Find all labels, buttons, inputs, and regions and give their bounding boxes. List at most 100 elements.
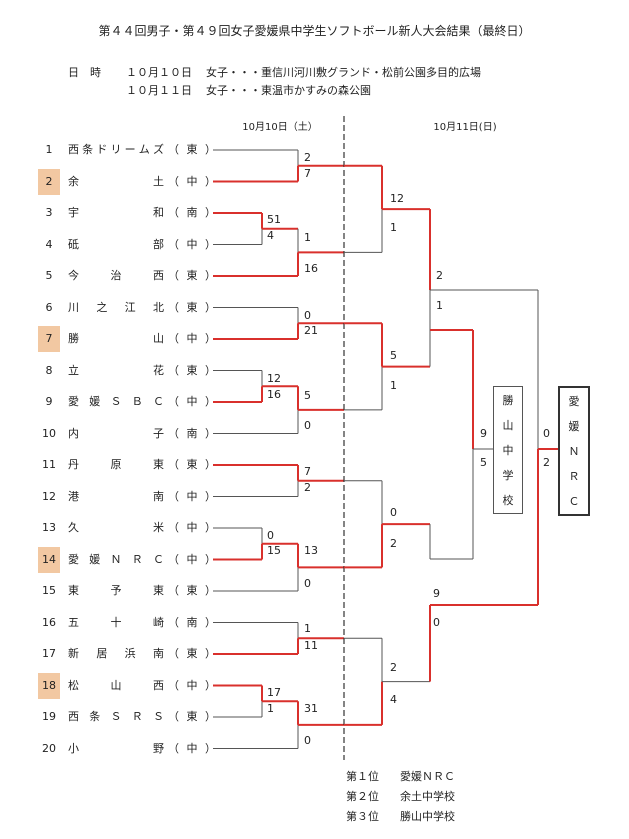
team-district: （中） <box>168 521 216 534</box>
box-char: Ｎ <box>568 444 580 458</box>
team-name: 西条ドリームズ <box>68 143 164 156</box>
score: 31 <box>304 702 318 715</box>
team-number: 6 <box>45 300 53 314</box>
team-district: （南） <box>168 206 216 219</box>
box-char: 勝 <box>502 393 514 407</box>
score: 7 <box>304 167 311 180</box>
score: 5 <box>304 389 311 402</box>
score: 9 <box>480 427 487 440</box>
team-district: （東） <box>168 584 216 597</box>
team-name: 勝山 <box>68 332 164 345</box>
score: 5 <box>480 456 487 469</box>
team-name: 立花 <box>68 363 164 377</box>
result-team: 余土中学校 <box>400 790 455 803</box>
team-district: （中） <box>168 552 216 566</box>
score: 0 <box>390 506 397 519</box>
team-district: （東） <box>168 710 216 723</box>
score: 0 <box>304 419 311 432</box>
team-row: 8 立花 （東） <box>0 358 220 384</box>
team-row: 3 宇和 （南） <box>0 200 220 226</box>
box-char: 校 <box>502 494 514 508</box>
team-number: 14 <box>42 552 56 566</box>
score: 0 <box>433 616 440 629</box>
score: 2 <box>390 661 397 674</box>
score: 1 <box>436 299 443 312</box>
team-district: （南） <box>168 615 216 629</box>
team-number: 8 <box>45 363 53 377</box>
score: 4 <box>390 693 397 706</box>
score: 1 <box>304 622 311 635</box>
team-row: 1 西条ドリームズ （東） <box>0 137 220 163</box>
score: 2 <box>543 456 550 469</box>
team-district: （東） <box>168 143 216 156</box>
team-number: 17 <box>42 647 56 660</box>
score: 9 <box>433 587 440 600</box>
team-name: 宇和 <box>68 206 164 219</box>
team-name: 余土 <box>68 174 164 188</box>
team-number: 4 <box>45 237 53 251</box>
score: 16 <box>267 388 281 401</box>
score: 7 <box>304 465 311 478</box>
team-row: 16 五十崎 （南） <box>0 610 220 636</box>
seed-highlight <box>38 326 60 352</box>
team-district: （東） <box>168 647 216 660</box>
score: 17 <box>267 686 281 699</box>
team-district: （中） <box>168 395 216 408</box>
box-char: Ｒ <box>568 470 580 484</box>
box-char: Ｃ <box>568 495 580 509</box>
result-rank: 第２位 <box>346 790 379 803</box>
team-district: （中） <box>168 237 216 251</box>
team-name: 丹原東 <box>68 458 164 471</box>
team-district: （東） <box>168 300 216 314</box>
team-district: （東） <box>168 458 216 471</box>
team-number: 3 <box>45 206 53 219</box>
team-number: 16 <box>42 615 56 629</box>
team-number: 12 <box>42 489 56 503</box>
team-district: （中） <box>168 332 216 345</box>
score: 2 <box>304 151 311 164</box>
score: 0 <box>304 734 311 747</box>
team-name: 小野 <box>68 741 164 755</box>
team-name: 内子 <box>68 426 164 440</box>
box-char: 山 <box>502 418 514 432</box>
team-name: 五十崎 <box>68 615 164 629</box>
team-name: 松山西 <box>68 678 164 692</box>
seed-highlight <box>38 672 60 699</box>
team-row: 7 勝山 （中） <box>0 326 220 352</box>
schedule-venue-2: 女子・・・東温市かすみの森公園 <box>206 84 371 97</box>
box-char: 学 <box>502 469 514 483</box>
team-number: 19 <box>42 710 56 723</box>
seed-highlight <box>38 546 60 573</box>
team-district: （東） <box>168 363 216 377</box>
score: 1 <box>390 221 397 234</box>
team-number: 11 <box>42 458 56 471</box>
team-number: 15 <box>42 584 56 597</box>
box-char: 中 <box>502 443 514 457</box>
team-number: 13 <box>42 521 56 534</box>
team-number: 20 <box>42 741 56 755</box>
day1-header: 10月10日（土） <box>242 122 318 133</box>
team-district: （東） <box>168 269 216 282</box>
result-rank: 第３位 <box>346 810 379 823</box>
team-number: 7 <box>45 332 53 345</box>
team-name: 港南 <box>68 489 164 503</box>
schedule-date-2: １０月１１日 <box>126 84 192 97</box>
score: 2 <box>304 481 311 494</box>
score: 12 <box>390 192 404 205</box>
team-district: （中） <box>168 741 216 755</box>
team-number: 10 <box>42 426 56 440</box>
team-number: 1 <box>45 143 53 156</box>
team-row: 20 小野 （中） <box>0 736 220 762</box>
score: 0 <box>304 577 311 590</box>
